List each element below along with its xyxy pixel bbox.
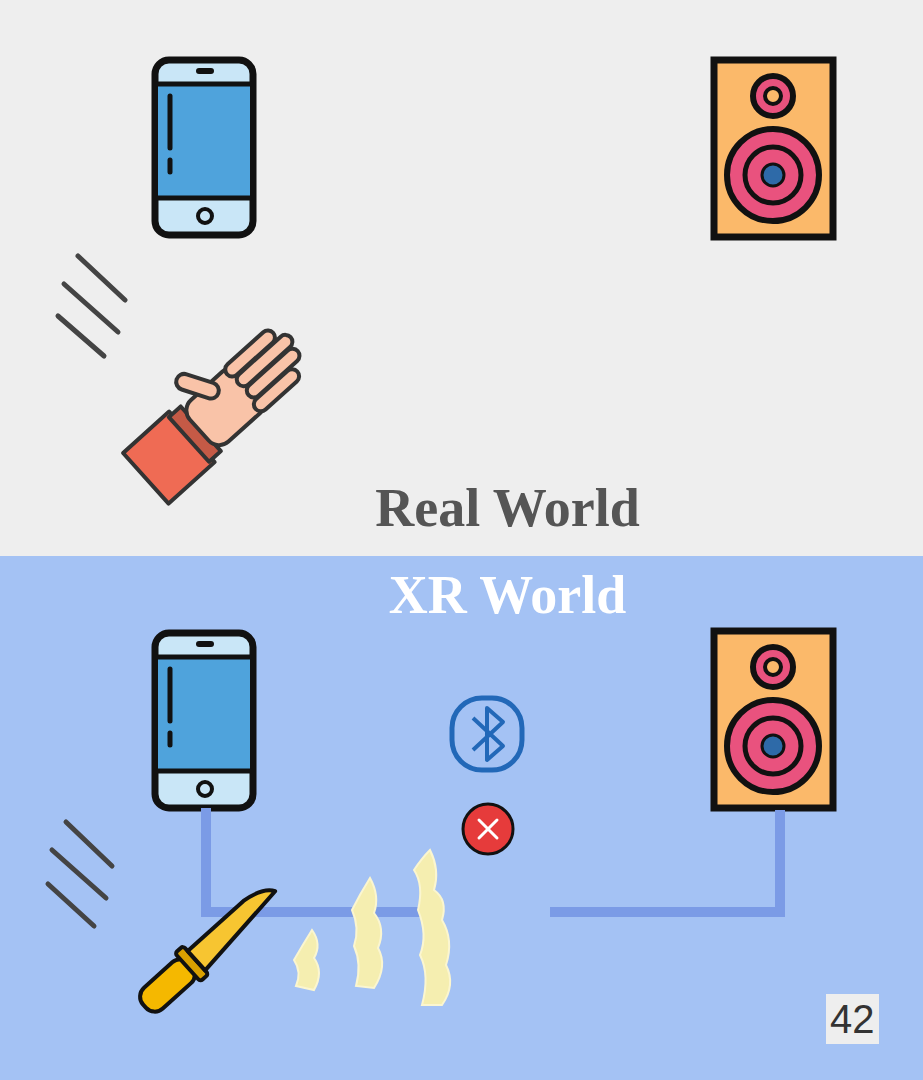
page-number: 42 [826,994,879,1044]
disconnect-mark [463,804,513,854]
knife-icon [132,876,287,1021]
wire [206,808,780,912]
speaker-icon [714,631,833,808]
band-label: XR World [297,566,627,625]
speaker-icon [714,60,833,237]
motion-lines [58,256,125,356]
bluetooth-icon [452,698,522,770]
phone-icon [155,60,253,235]
hand-icon [108,301,319,504]
motion-lines [48,822,112,926]
band-label: Real World [283,479,640,538]
phone-icon [155,633,253,808]
cut-flames [294,850,450,1005]
